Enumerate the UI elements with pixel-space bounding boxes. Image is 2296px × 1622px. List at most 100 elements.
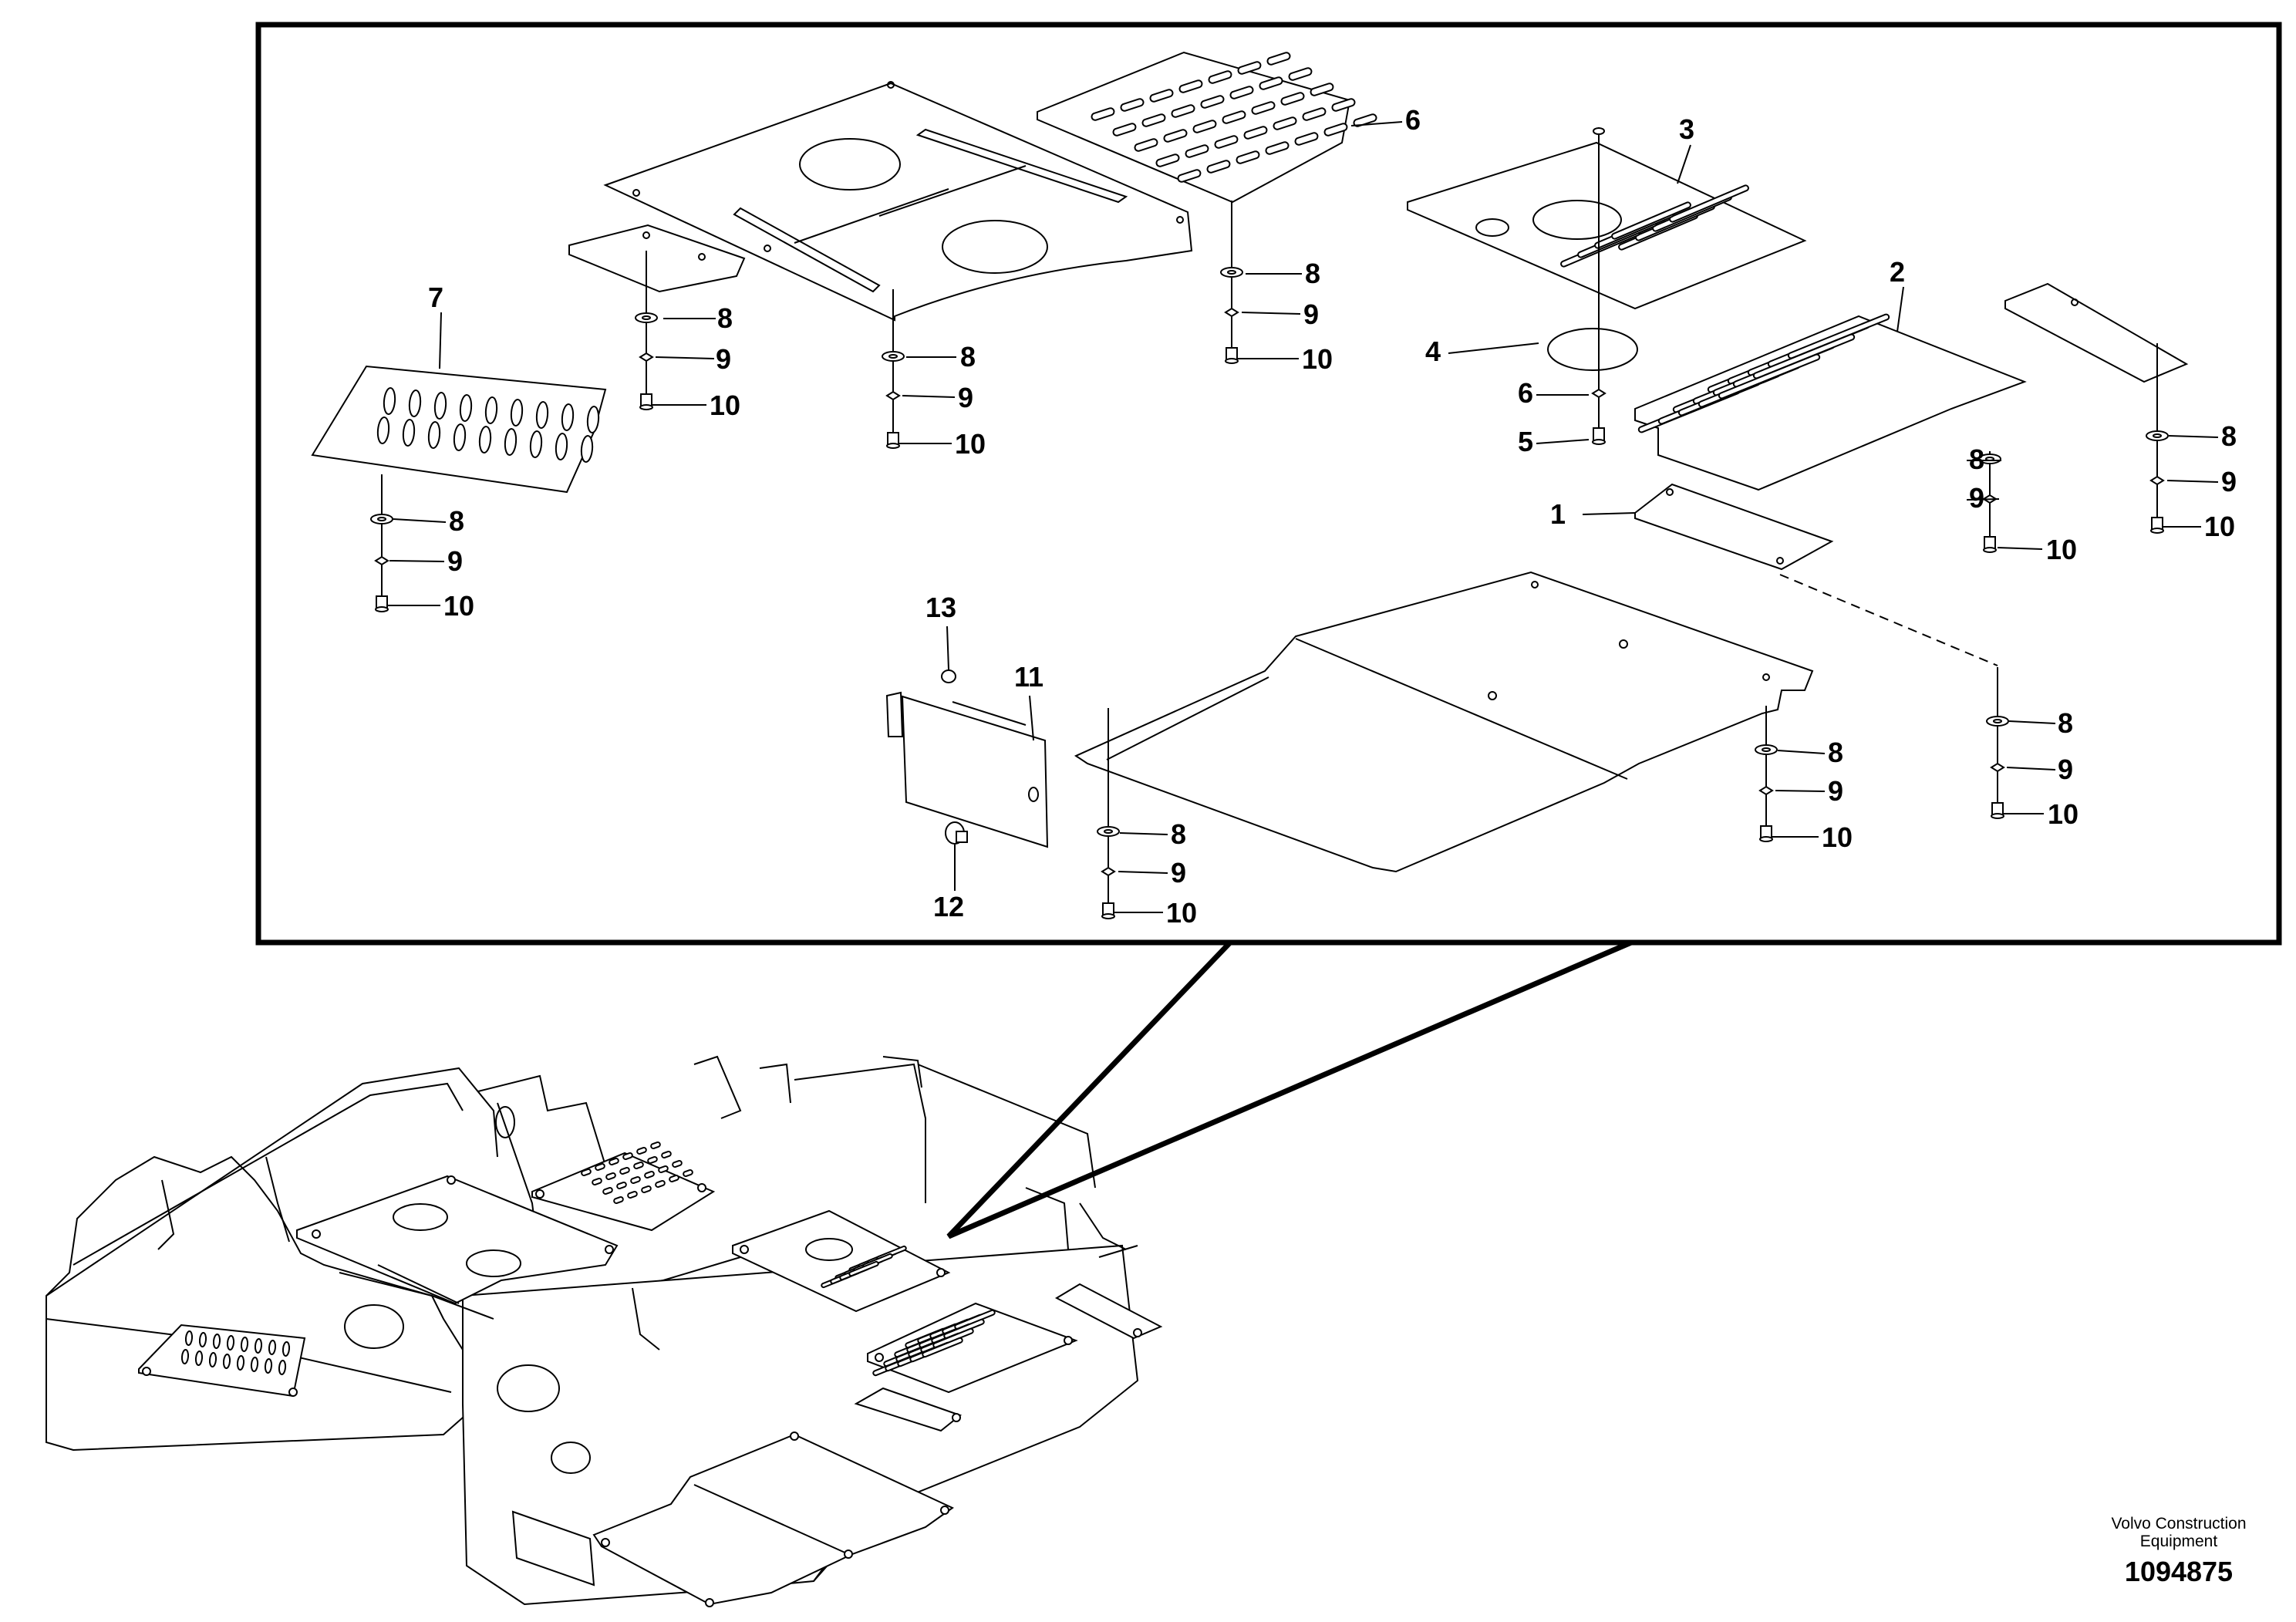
callout-10g: 10 (2048, 798, 2079, 830)
slot (1236, 150, 1260, 164)
bolt-base-icon (1983, 547, 1997, 553)
slot (408, 389, 422, 417)
slot (627, 1190, 638, 1199)
callout-10f: 10 (2204, 511, 2235, 542)
slot (1266, 52, 1291, 66)
bolt-base-icon (2150, 528, 2164, 534)
slot (180, 1349, 190, 1364)
washer-hole-icon (1104, 829, 1113, 834)
leader-line (439, 312, 442, 369)
slot (282, 1341, 291, 1357)
spring-washer-icon (1101, 866, 1116, 877)
callout-3: 3 (1679, 113, 1694, 145)
slot (848, 1260, 879, 1277)
slot (592, 1177, 602, 1186)
detail-frame (255, 22, 2282, 1239)
washer-hole-icon (1227, 270, 1236, 275)
bolt-base-icon (1759, 836, 1773, 842)
slot (1243, 126, 1268, 140)
fastener-dot (312, 1229, 321, 1239)
part-11-cover (885, 691, 1049, 848)
slot (1171, 104, 1195, 118)
callout-11: 11 (1014, 661, 1043, 693)
slot (609, 1157, 619, 1166)
pin-head-icon (1593, 127, 1605, 135)
leader-line (2006, 767, 2056, 771)
leader-lines (387, 121, 2219, 913)
fastener-dot (142, 1367, 151, 1376)
spring-washer-icon (374, 555, 389, 566)
slot (184, 1330, 194, 1346)
floor-plate-bottom (1074, 571, 1814, 873)
slot (254, 1338, 263, 1354)
slot (602, 1186, 613, 1195)
slot (453, 423, 467, 451)
slot (581, 1168, 592, 1177)
callout-4: 4 (1425, 336, 1441, 367)
slot (672, 1159, 683, 1168)
overview-plate-grille-top (531, 1141, 716, 1232)
leader-line (1241, 312, 1301, 315)
slot (1214, 135, 1239, 149)
callout-8a: 8 (717, 302, 733, 334)
callout-12: 12 (933, 891, 964, 922)
spring-washer-icon (2149, 475, 2165, 486)
slot (683, 1168, 693, 1178)
slot (1155, 153, 1180, 167)
callout-8b: 8 (960, 341, 976, 373)
slot (402, 419, 416, 447)
fastener-dot (605, 1245, 614, 1254)
slot (212, 1334, 221, 1349)
fastener-dot (790, 1431, 799, 1441)
washer-hole-icon (642, 315, 651, 320)
callout-5: 5 (1518, 426, 1533, 457)
slot (1134, 138, 1158, 152)
slot (1302, 107, 1327, 121)
slot (478, 426, 492, 454)
part-1-bracket (1634, 483, 1834, 571)
slot (630, 1175, 641, 1185)
spring-washer-icon (885, 390, 901, 401)
slot (510, 399, 524, 427)
slot (616, 1181, 627, 1190)
slot (504, 428, 518, 456)
slot (194, 1351, 204, 1366)
slot (669, 1174, 679, 1183)
slot (1288, 67, 1313, 81)
leader-line (1536, 439, 1590, 444)
slot (222, 1354, 231, 1369)
leader-line (393, 518, 447, 523)
slot (595, 1162, 605, 1172)
slot (1177, 169, 1202, 183)
bolt-base-icon (1991, 813, 2004, 819)
slot (240, 1337, 249, 1352)
callout-10i: 10 (1166, 897, 1197, 929)
overview-fasteners (142, 1175, 1142, 1607)
slot (376, 416, 390, 444)
callout-9i: 9 (1171, 857, 1186, 889)
slot (278, 1360, 287, 1375)
bolt-base-icon (1101, 913, 1115, 919)
slot (633, 1161, 644, 1170)
leader-line (946, 626, 949, 670)
callout-8d: 8 (449, 505, 464, 537)
bolt-base-icon (1592, 439, 1606, 445)
fastener-dot (936, 1268, 946, 1277)
slot (1091, 107, 1115, 121)
fastener-dot (1133, 1328, 1142, 1337)
overview-plate-left-grille (138, 1324, 306, 1398)
slot (1237, 61, 1262, 75)
fastener-dot (697, 1183, 706, 1192)
callout-9a: 9 (716, 343, 731, 375)
fastener-dot (535, 1189, 544, 1199)
overview-plate-grille-right (867, 1302, 1078, 1394)
slot (586, 406, 600, 433)
slot (535, 401, 549, 429)
fastener-dot (952, 1413, 961, 1422)
slot (650, 1141, 661, 1150)
slot (1149, 89, 1174, 103)
leader-line (1582, 512, 1636, 515)
slot (1331, 98, 1356, 112)
slot (1718, 353, 1821, 400)
fastener-dot (940, 1506, 949, 1515)
